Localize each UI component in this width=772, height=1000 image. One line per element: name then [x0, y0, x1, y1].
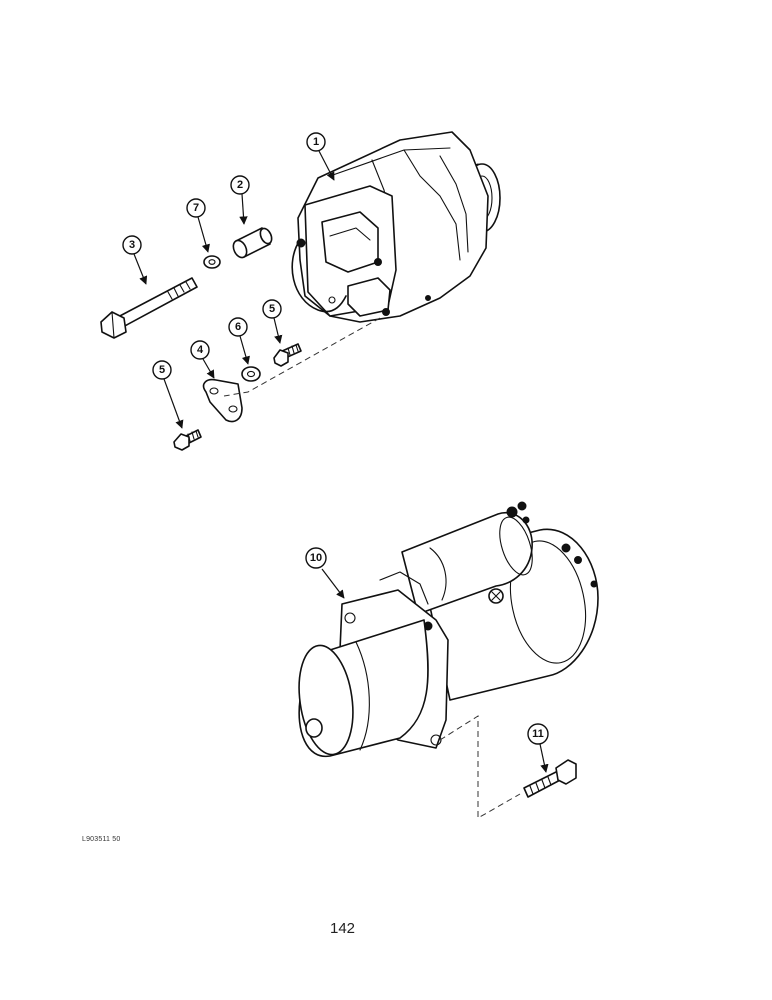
spacer-sleeve: [232, 227, 273, 259]
page-number: 142: [330, 920, 356, 937]
starter-motor: [298, 501, 599, 758]
callout-label: 5: [269, 303, 275, 315]
callout-label: 11: [532, 728, 544, 740]
alignment-line-alternator: [223, 317, 381, 397]
callout-5-lower: 5: [152, 360, 184, 429]
callout-4: 4: [190, 340, 215, 379]
callout-2: 2: [230, 175, 250, 225]
callout-3: 3: [122, 235, 148, 285]
callout-label: 7: [193, 202, 199, 214]
flat-washer: [241, 366, 261, 382]
callout-6: 6: [228, 317, 250, 365]
callout-label: 1: [313, 136, 319, 148]
callout-label: 10: [310, 552, 322, 564]
callout-10: 10: [305, 547, 345, 599]
short-bolt-lower: [173, 429, 202, 451]
lock-washer: [203, 255, 221, 269]
callout-11: 11: [527, 723, 549, 773]
mounting-plate: [202, 378, 243, 423]
callout-label: 3: [129, 239, 135, 251]
alignment-line-starter: [439, 715, 521, 819]
figure-code: L903511 50: [82, 836, 121, 843]
alternator: [291, 131, 501, 323]
starter-mounting-bolt: [523, 759, 577, 798]
callout-label: 5: [159, 364, 165, 376]
callout-5-upper: 5: [262, 299, 283, 344]
callout-1: 1: [306, 132, 335, 181]
callout-label: 2: [237, 179, 243, 191]
short-bolt-upper: [273, 343, 302, 367]
long-bolt: [100, 277, 198, 339]
callout-7: 7: [186, 198, 210, 253]
callout-label: 6: [235, 321, 241, 333]
callout-label: 4: [197, 344, 204, 356]
